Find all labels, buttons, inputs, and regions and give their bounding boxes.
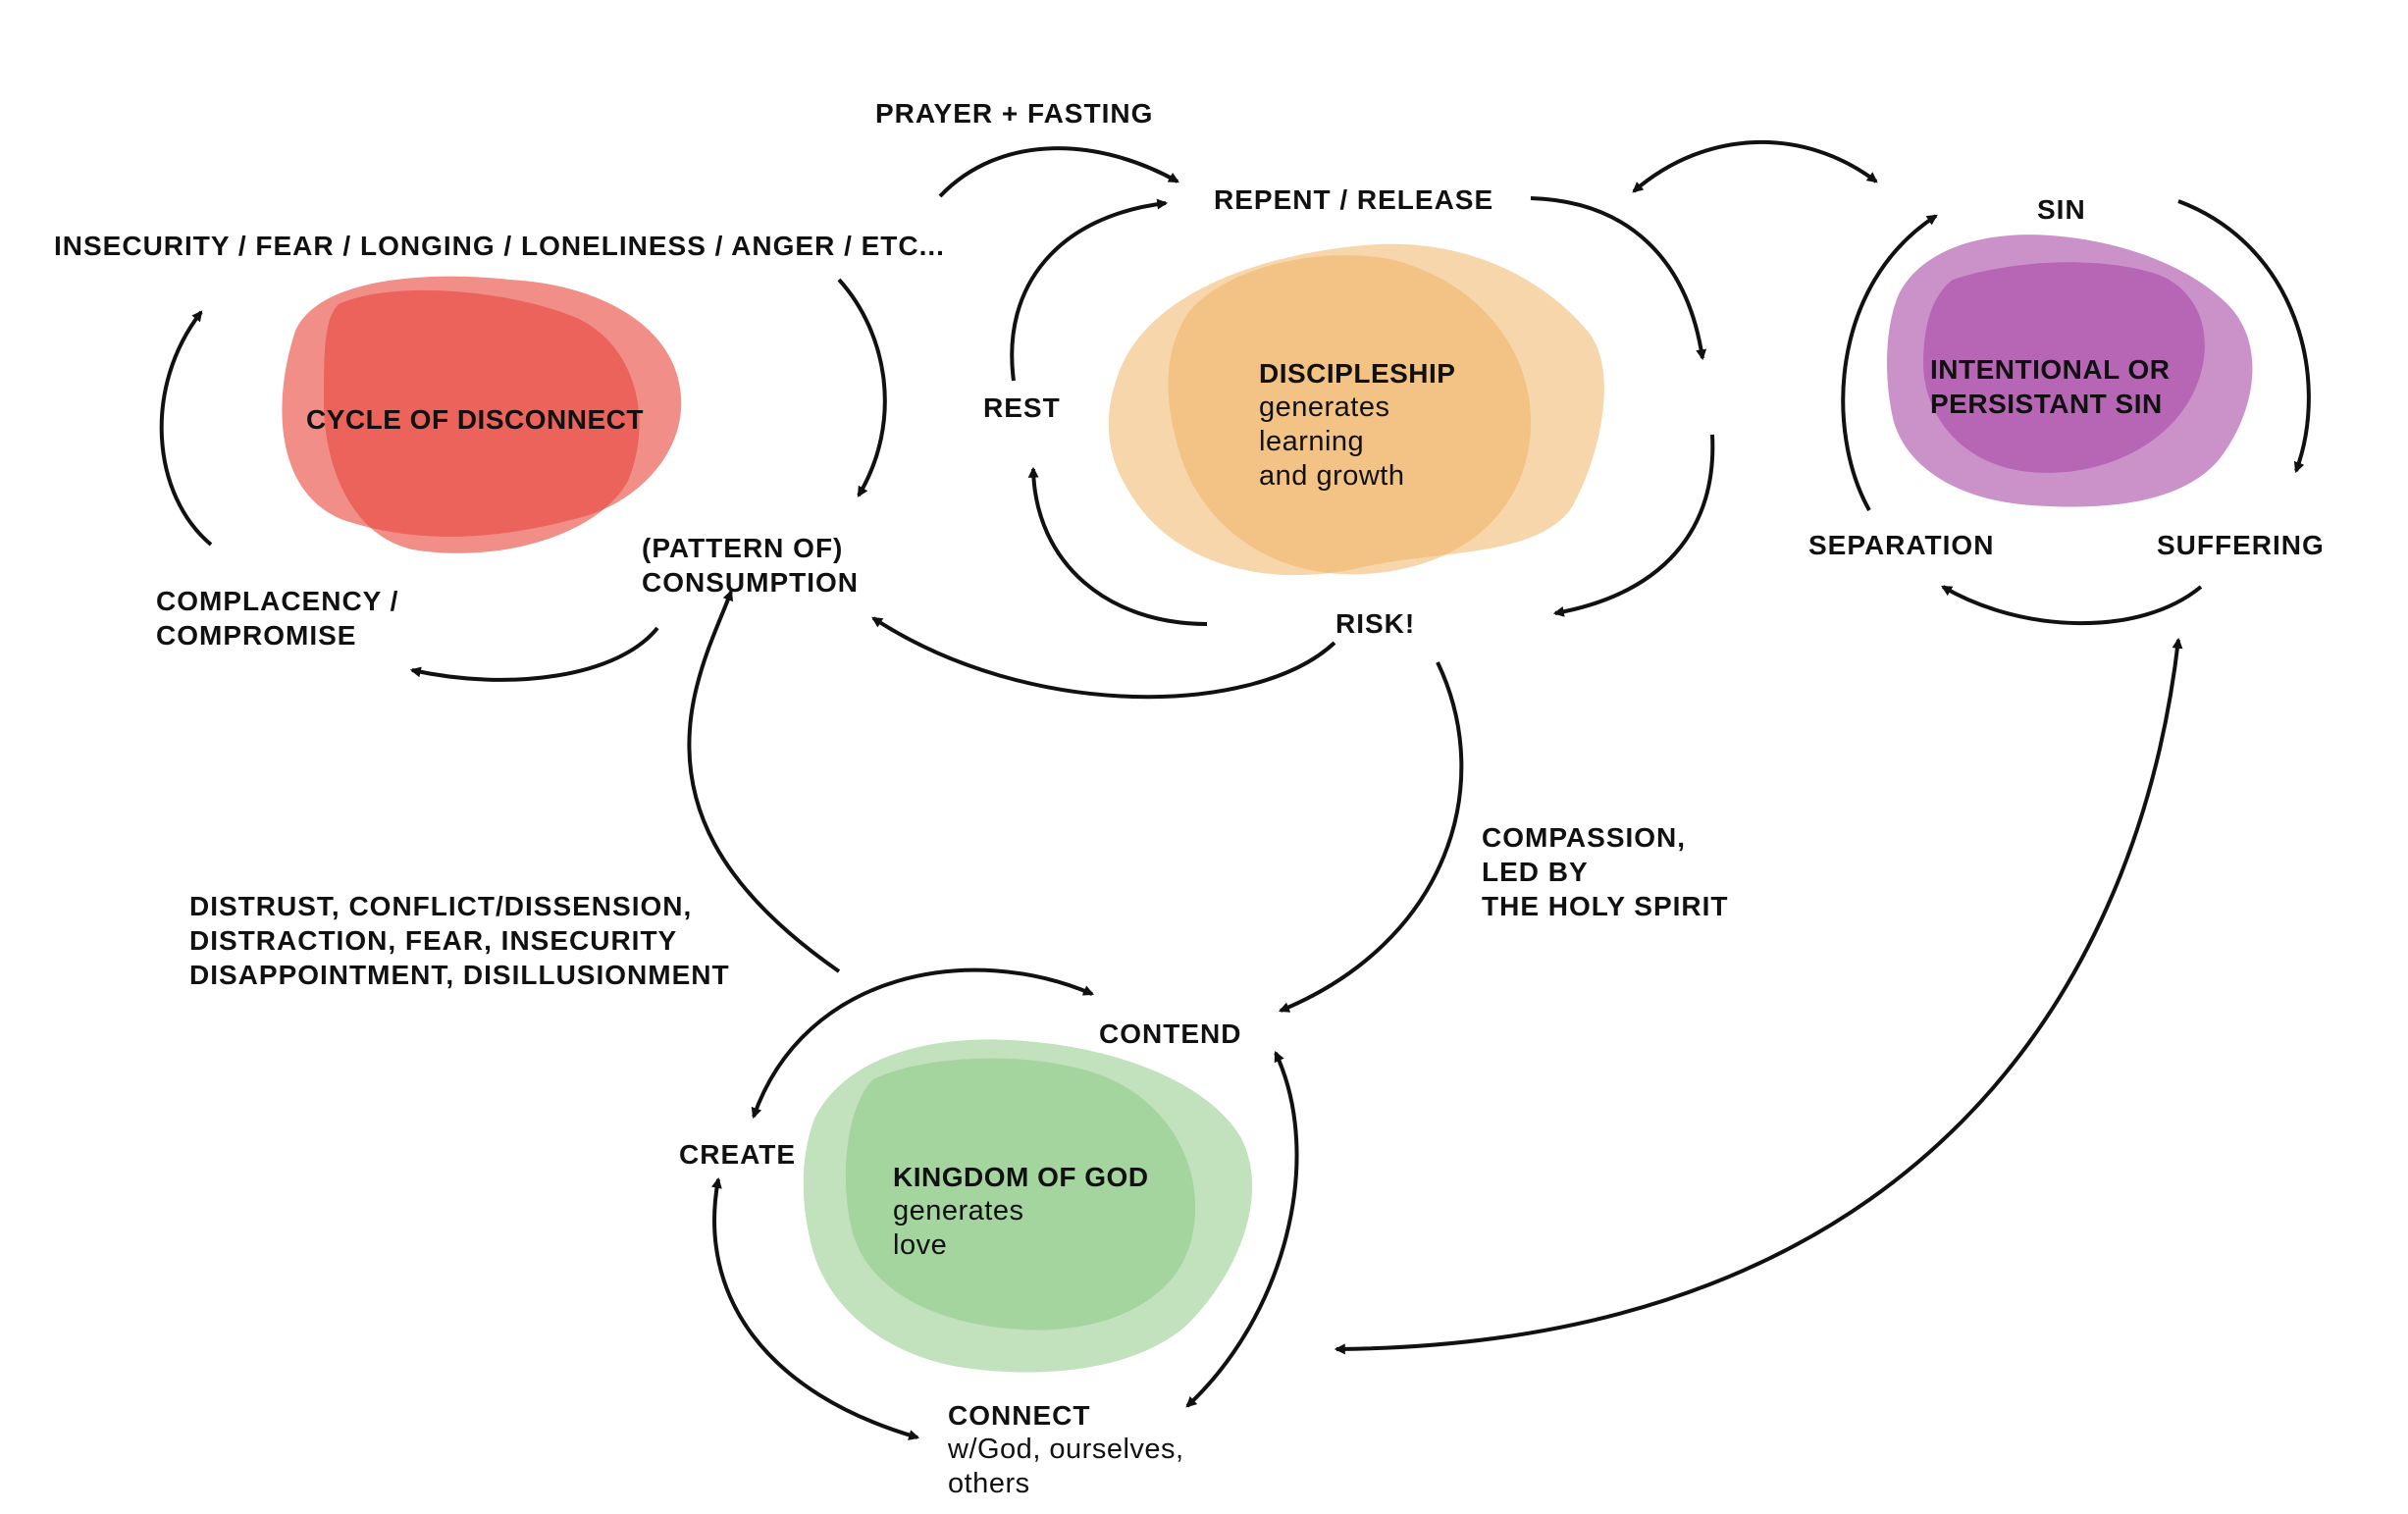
arrow-risk-to-consumption	[871, 616, 1336, 700]
arrow-create-contend-link	[751, 967, 1095, 1120]
suffering-label: SUFFERING	[2157, 530, 2325, 560]
arrow-repent-to-right	[1530, 196, 1707, 361]
risk-label: RISK!	[1335, 608, 1415, 639]
arrow-consumption-to-complacency	[409, 626, 659, 682]
disconnect-title: CYCLE OF DISCONNECT	[306, 404, 644, 435]
arrow-prayer-to-repent	[938, 146, 1179, 198]
sin-title: INTENTIONAL OR PERSISTANT SIN	[1930, 354, 2178, 419]
discipleship-sub: generates learning and growth	[1259, 392, 1405, 492]
arrow-create-connect-link	[710, 1176, 920, 1440]
consumption-label: (PATTERN OF) CONSUMPTION	[642, 533, 859, 598]
insecurity-list-label: INSECURITY / FEAR / LONGING / LONELINESS…	[54, 231, 945, 261]
disconnect-blob	[282, 276, 682, 553]
rest-label: REST	[983, 392, 1061, 423]
separation-label: SEPARATION	[1808, 530, 1994, 560]
discipleship-title: DISCIPLESHIP	[1259, 358, 1455, 389]
prayer-fasting-label: PRAYER + FASTING	[875, 98, 1153, 129]
sin-label: SIN	[2037, 194, 2086, 225]
contend-label: CONTEND	[1099, 1018, 1241, 1049]
arrow-repent-sin-link	[1632, 140, 1878, 193]
arrow-insecurity-to-consumption	[837, 278, 887, 497]
compassion-label: COMPASSION, LED BY THE HOLY SPIRIT	[1482, 822, 1729, 921]
kingdom-sub: generates love	[893, 1195, 1032, 1261]
arrow-risk-to-contend	[1278, 661, 1464, 1013]
arrow-separation-to-sin	[1841, 214, 1938, 511]
arrow-suffering-kingdom-link	[1334, 637, 2183, 1355]
connect-label: CONNECT	[948, 1400, 1090, 1431]
repent-release-label: REPENT / RELEASE	[1214, 184, 1493, 215]
arrow-complacency-to-insecurity	[159, 310, 213, 547]
create-label: CREATE	[679, 1139, 796, 1170]
arrow-contend-connect-link	[1185, 1051, 1299, 1408]
arrow-sin-to-suffering	[2177, 199, 2311, 474]
kingdom-title: KINGDOM OF GOD	[893, 1162, 1149, 1192]
arrow-suffering-to-separation	[1941, 585, 2203, 626]
distrust-label: DISTRUST, CONFLICT/DISSENSION, DISTRACTI…	[189, 891, 730, 990]
sin-blob	[1887, 235, 2253, 507]
connect-sub: w/God, ourselves, others	[947, 1434, 1192, 1499]
discipleship-blob	[1108, 243, 1604, 576]
complacency-label: COMPLACENCY / COMPROMISE	[156, 586, 407, 651]
arrow-right-to-risk	[1552, 434, 1715, 617]
arrow-bottom-to-rest	[1027, 466, 1208, 626]
arrow-rest-to-repent	[1010, 198, 1169, 382]
arrow-distrust-to-consumption	[687, 589, 841, 973]
